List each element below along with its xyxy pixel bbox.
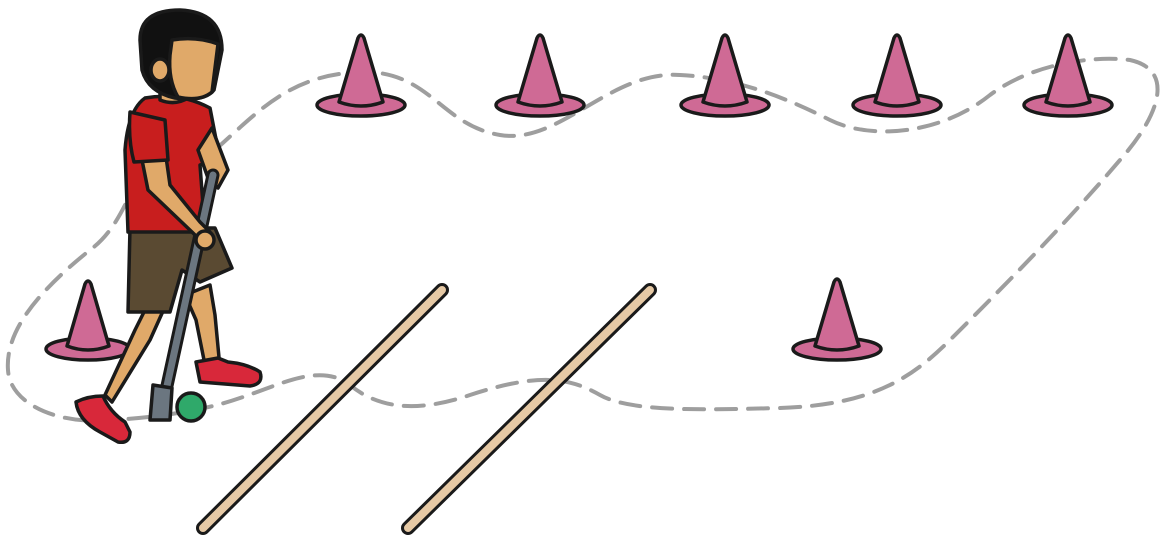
shoe-back: [76, 396, 130, 442]
cone-2: [496, 35, 584, 116]
shoe-front: [196, 358, 261, 386]
cone-6: [793, 279, 881, 360]
cone-7: [46, 281, 130, 360]
cone-4: [853, 35, 941, 116]
pole-2: [408, 290, 650, 528]
ball: [177, 393, 205, 421]
head: [140, 10, 222, 99]
cone-5: [1024, 35, 1112, 116]
player: [76, 10, 261, 442]
pole-1: [203, 290, 442, 528]
